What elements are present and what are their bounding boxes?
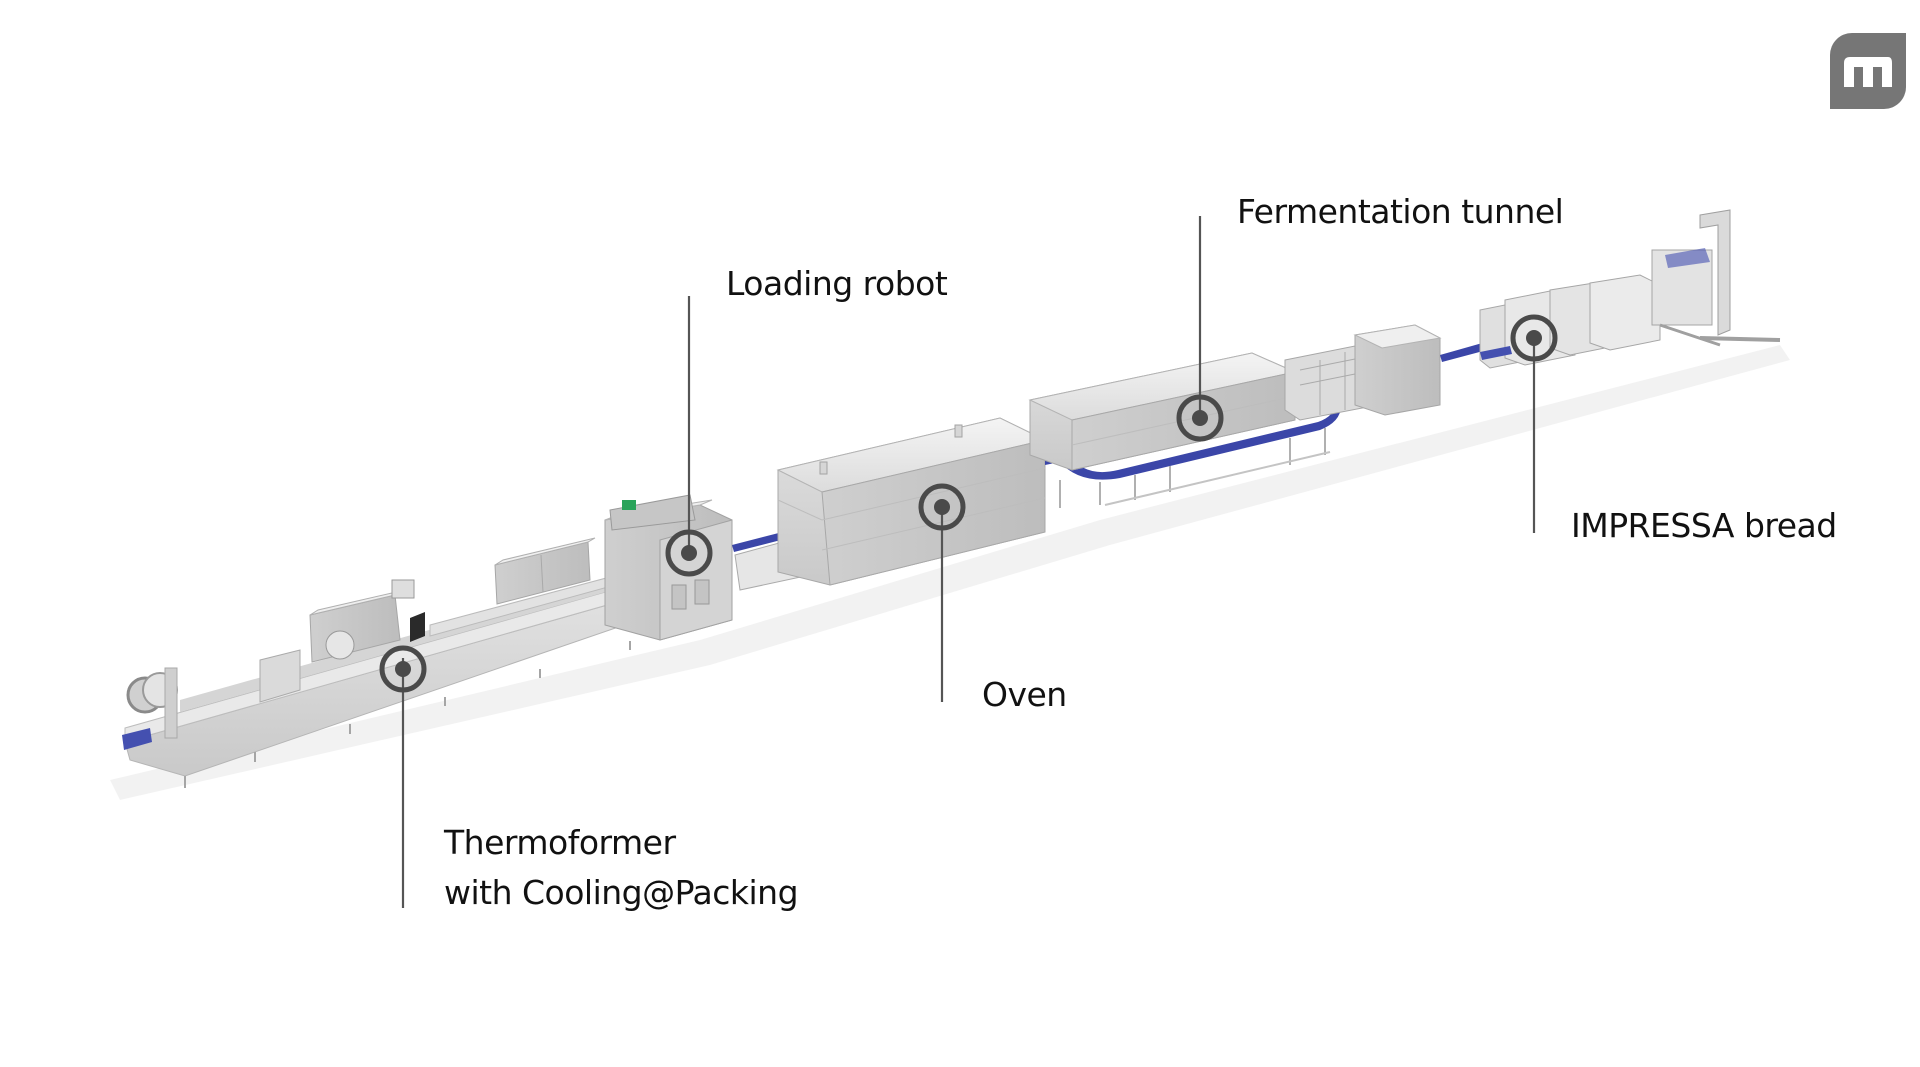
loading-robot-label-text: Loading robot <box>726 264 948 303</box>
thermoformer-marker[interactable] <box>379 645 427 693</box>
transfer-conveyor <box>1045 398 1341 508</box>
thermoformer-label: Thermoformer with Cooling@Packing <box>444 818 799 918</box>
impressa-bread-label-text: IMPRESSA bread <box>1571 506 1837 545</box>
fermentation-tunnel-label: Fermentation tunnel <box>1237 187 1564 237</box>
fermentation-tunnel-label-text: Fermentation tunnel <box>1237 192 1564 231</box>
station-markers <box>379 314 1558 693</box>
fermentation-tunnel-marker[interactable] <box>1176 394 1224 442</box>
multivac-m-logo-icon <box>1830 33 1906 109</box>
loading-robot-marker[interactable] <box>665 529 713 577</box>
thermoformer-machine <box>122 537 663 788</box>
oven-label: Oven <box>982 670 1067 720</box>
floor-shadow <box>110 345 1790 800</box>
thermoformer-label-line-2: with Cooling@Packing <box>444 873 799 912</box>
thermoformer-label-line-1: Thermoformer <box>444 823 676 862</box>
oven-machine <box>776 417 1047 586</box>
impressa-bread-label: IMPRESSA bread <box>1571 501 1837 551</box>
oven-marker[interactable] <box>918 483 966 531</box>
impressa-bread-line <box>1353 209 1781 416</box>
impressa-bread-marker[interactable] <box>1510 314 1558 362</box>
loading-robot-label: Loading robot <box>726 259 948 309</box>
leader-lines <box>401 216 1536 908</box>
oven-label-text: Oven <box>982 675 1067 714</box>
fermentation-tunnel-machine <box>1028 344 1379 471</box>
